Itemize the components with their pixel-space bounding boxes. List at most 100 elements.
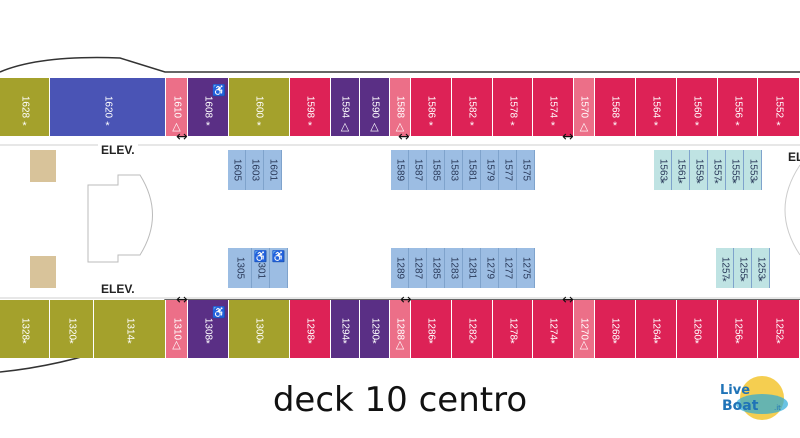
cabin: 1289 xyxy=(391,248,409,288)
cabin-number: 1277 xyxy=(502,256,513,280)
cabin: 1589 xyxy=(391,150,409,190)
cabin: 1585 xyxy=(427,150,445,190)
cabin-number: 1290 xyxy=(369,317,380,341)
cabin-number: 1587 xyxy=(412,158,423,182)
stairs-top xyxy=(30,150,56,182)
cabin-mark: △ xyxy=(579,339,589,351)
cabin-number: 1252 xyxy=(773,317,784,341)
cabin: 1285 xyxy=(427,248,445,288)
aft-curve xyxy=(784,164,800,256)
cabin-number: 1581 xyxy=(466,158,477,182)
cabin: 1320* xyxy=(50,300,94,358)
cabin: 1586* xyxy=(411,78,452,136)
cabin: 1556* xyxy=(718,78,758,136)
cabin: 1282* xyxy=(452,300,493,358)
cabin-mark: * xyxy=(205,338,211,350)
cabin-mark: * xyxy=(776,338,781,350)
cabin-mark: * xyxy=(428,338,434,350)
cabin-mark: * xyxy=(510,338,515,350)
cabin-mark: * xyxy=(550,338,556,350)
cabin-number: 1578 xyxy=(507,95,518,119)
cabin-number: 1586 xyxy=(425,95,437,119)
cabin-mark: * xyxy=(127,338,132,350)
cabin-number: 1560 xyxy=(691,95,703,119)
cabin-mark: * xyxy=(653,338,659,350)
cabin-number: 1588 xyxy=(394,95,406,119)
cabin-number: 1582 xyxy=(466,95,478,119)
cabin-number: 1600 xyxy=(253,95,265,119)
passage-arrow-icon: ↔ xyxy=(562,292,574,308)
cabin-number: 1310 xyxy=(171,317,182,341)
cabin-number: 1603 xyxy=(249,158,260,182)
cabin-number: 1285 xyxy=(430,256,441,280)
cabin-number: 1275 xyxy=(520,256,531,280)
cabin-mark: * xyxy=(735,120,740,132)
accessible-icon: ♿ xyxy=(253,251,268,263)
cabin-mark: * xyxy=(510,120,515,132)
cabin-number: 1577 xyxy=(502,158,513,182)
svg-text:.it: .it xyxy=(774,404,781,412)
cabin-mark: * xyxy=(105,120,110,132)
cabin: 1561* xyxy=(672,150,690,190)
cabin-mark: * xyxy=(612,120,618,132)
cabin-number: 1608 xyxy=(202,95,214,119)
cabin: 1583 xyxy=(445,150,463,190)
liveboat-logo: Live Boat .it xyxy=(720,376,788,420)
cabin-number: 1601 xyxy=(267,158,278,182)
cabin-number: 1564 xyxy=(650,95,662,119)
cabin-number: 1256 xyxy=(732,317,743,341)
cabin: 1328* xyxy=(0,300,50,358)
cabin: 1283 xyxy=(445,248,463,288)
cabin: 1620* xyxy=(50,78,166,136)
cabin-number: 1583 xyxy=(448,158,459,182)
cabin-mark: * xyxy=(307,120,313,132)
elevator-label-bottom: ELEV. xyxy=(98,282,138,296)
passage-arrow-icon: ↔ xyxy=(176,129,188,145)
cabin-mark: △ xyxy=(370,121,379,133)
cabin-number: 1575 xyxy=(520,158,531,182)
cabin-number: 1278 xyxy=(507,317,518,341)
cabin: 1564* xyxy=(636,78,677,136)
cabin: 1278* xyxy=(493,300,533,358)
cabin: 1281 xyxy=(463,248,481,288)
cabin-number: 1598 xyxy=(304,95,316,119)
cabin: 1600* xyxy=(229,78,290,136)
cabin: 1594△ xyxy=(331,78,360,136)
cabin: 1577 xyxy=(499,150,517,190)
passage-arrow-icon: ↔ xyxy=(562,129,574,145)
cabin-mark: * xyxy=(256,338,262,350)
cabin-mark: * xyxy=(678,178,683,190)
cabin: 1257* xyxy=(716,248,734,288)
cabin: 1268* xyxy=(595,300,636,358)
cabin: 1578* xyxy=(493,78,533,136)
cabin-mark: △ xyxy=(172,121,181,133)
cabin-mark: * xyxy=(740,276,745,288)
cabin-mark: * xyxy=(469,120,475,132)
passage-arrow-icon: ↔ xyxy=(398,129,410,145)
cabin-mark: △ xyxy=(172,339,181,351)
cabin: 1587 xyxy=(409,150,427,190)
cabin-mark: * xyxy=(372,338,377,350)
cabin: 1308♿* xyxy=(188,300,229,358)
accessible-icon: ♿ xyxy=(212,85,226,97)
cabin: 1298* xyxy=(290,300,331,358)
cabin-number: 1286 xyxy=(425,317,437,341)
cabin-mark: * xyxy=(22,120,27,132)
cabin: 1610△ xyxy=(166,78,188,136)
cabin: 1260* xyxy=(677,300,718,358)
cabin: 1294* xyxy=(331,300,360,358)
cabin-number: 1260 xyxy=(691,317,703,341)
deck-title: deck 10 centro xyxy=(272,380,528,420)
stairs-bottom xyxy=(30,256,56,288)
cabin-number: 1556 xyxy=(732,95,743,119)
svg-text:Live: Live xyxy=(720,383,750,398)
cabin: 1570△ xyxy=(574,78,595,136)
cabin-mark: * xyxy=(735,338,740,350)
cabin: ♿ xyxy=(270,248,288,288)
cabin-mark: * xyxy=(714,178,719,190)
cabin: 1279 xyxy=(481,248,499,288)
cabin-mark: △ xyxy=(579,121,589,133)
cabin-number: 1287 xyxy=(412,256,423,280)
cabin: 1574* xyxy=(533,78,574,136)
